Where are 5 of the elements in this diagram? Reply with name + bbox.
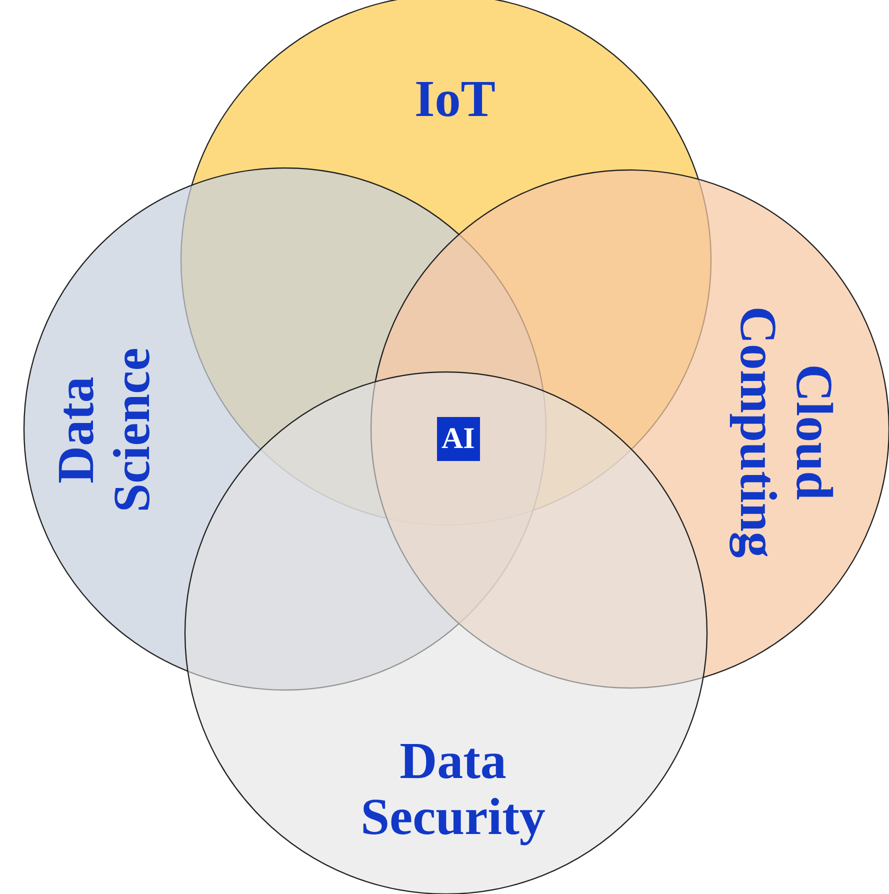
- set-label: IoT: [414, 72, 496, 128]
- set-label: Data Security: [360, 734, 546, 846]
- set-label: Data Science: [49, 346, 161, 514]
- center-label-box: AI: [436, 417, 480, 461]
- set-label: Cloud Computing: [729, 305, 841, 560]
